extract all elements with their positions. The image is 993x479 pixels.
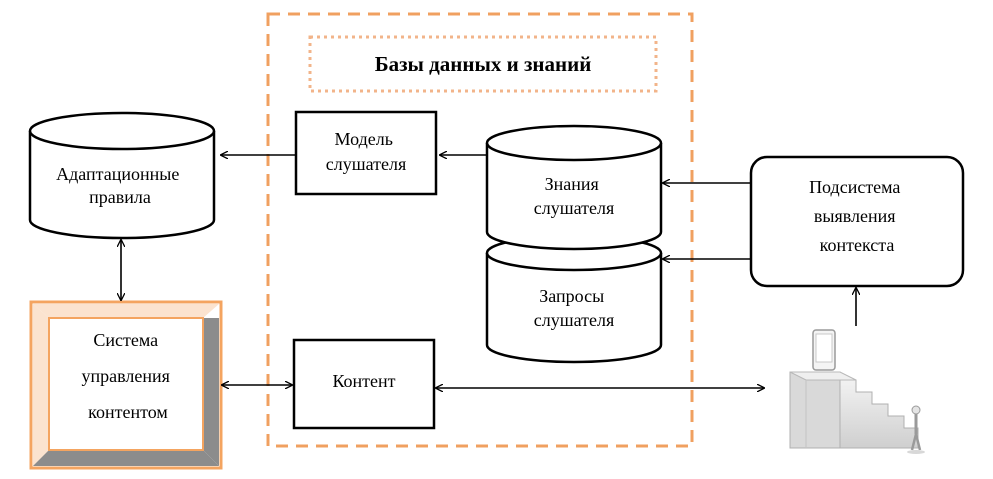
learner-queries-label: Запросы слушателя: [534, 286, 614, 330]
learner-queries-cylinder: Запросы слушателя: [485, 234, 663, 364]
stairs-with-phone-and-person-icon: [766, 328, 948, 458]
db-group-frame: [266, 12, 694, 448]
adaptation-rules-label: Адаптационные правила: [56, 164, 184, 207]
context-subsystem-label: Подсистема выявления контекста: [809, 177, 905, 255]
content-label: Контент: [332, 371, 395, 391]
context-subsystem-box: Подсистема выявления контекста: [749, 155, 965, 288]
learner-model-label: Модель слушателя: [326, 129, 406, 174]
learner-knowledge-cylinder: Знания слушателя: [485, 124, 663, 251]
cms-box: Система управления контентом: [29, 300, 223, 470]
content-box: Контент: [292, 338, 436, 430]
learner-knowledge-label: Знания слушателя: [534, 174, 614, 218]
cms-label: Система управления контентом: [82, 330, 175, 422]
learner-model-box: Модель слушателя: [294, 110, 438, 196]
adaptation-rules-cylinder: Адаптационные правила: [28, 111, 216, 240]
db-group-title: Базы данных и знаний: [375, 52, 592, 76]
db-group-title-frame: [308, 35, 658, 93]
